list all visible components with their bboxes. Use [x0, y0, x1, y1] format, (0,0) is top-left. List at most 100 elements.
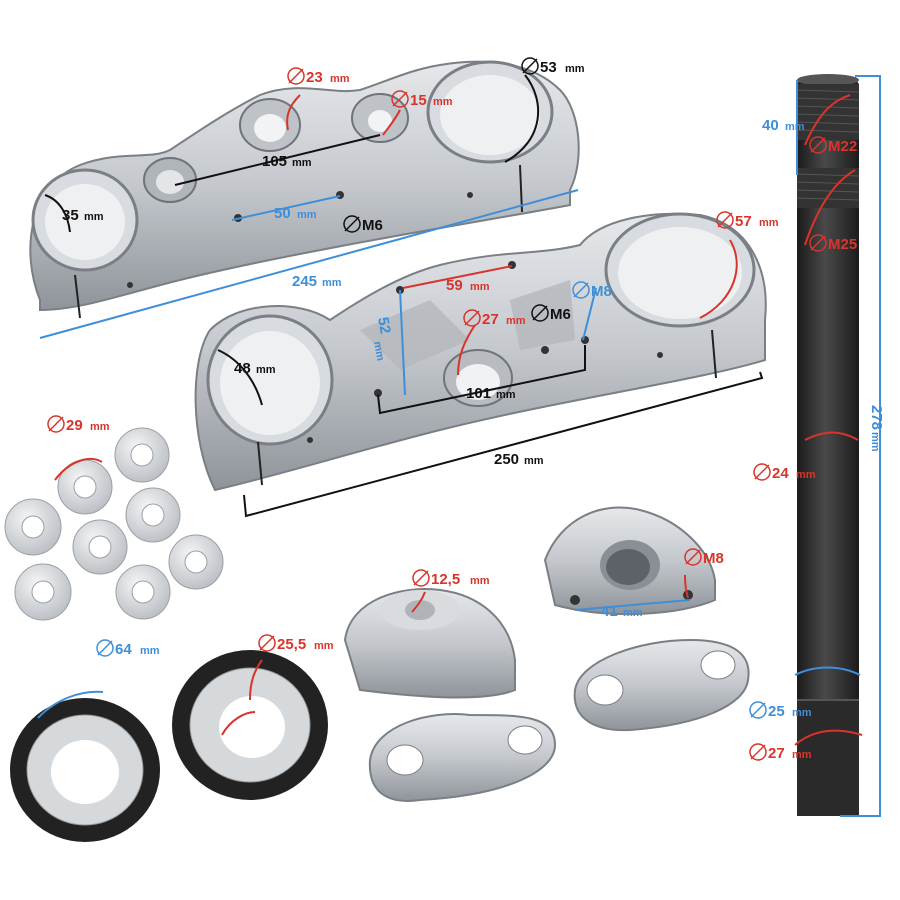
label-top-overall: 245 mm — [292, 273, 342, 290]
svg-text:40: 40 — [762, 117, 779, 134]
label-stem-length: 278 mm — [868, 405, 885, 452]
label-top-center-span: 105 mm — [262, 153, 312, 170]
svg-text:64: 64 — [115, 641, 132, 658]
washer — [14, 563, 72, 621]
svg-text:25,5: 25,5 — [277, 636, 306, 653]
svg-text:52: 52 — [374, 316, 394, 335]
svg-text:mm: mm — [256, 364, 276, 376]
svg-text:mm: mm — [792, 707, 812, 719]
label-bottom-fork-tube: 57 mm — [716, 211, 779, 230]
label-top-fork-tube: 53 mm — [521, 57, 585, 76]
label-stem-thread-m22: M22 — [809, 136, 857, 155]
washer — [115, 564, 171, 620]
svg-text:mm: mm — [322, 277, 342, 289]
dimension-lines — [37, 74, 881, 817]
svg-text:101: 101 — [466, 385, 491, 402]
label-top-clamp-bore: 23 mm — [287, 67, 350, 86]
svg-text:mm: mm — [371, 340, 386, 362]
dust-seal-25-5 — [172, 650, 328, 800]
svg-text:29: 29 — [66, 417, 83, 434]
svg-text:105: 105 — [262, 153, 287, 170]
svg-text:mm: mm — [90, 421, 110, 433]
svg-text:mm: mm — [785, 121, 805, 133]
washer — [125, 487, 181, 543]
svg-text:24: 24 — [772, 465, 789, 482]
label-bottom-stem-bore: 27 mm — [463, 309, 526, 328]
label-seal-outer: 64 mm — [96, 639, 160, 658]
svg-text:M25: M25 — [828, 236, 857, 253]
label-bottom-overall: 250 mm — [494, 451, 544, 468]
label-stem-d27: 27 mm — [749, 743, 812, 762]
label-stem-thread-m25: M25 — [809, 234, 857, 253]
svg-text:48: 48 — [234, 360, 251, 377]
svg-text:mm: mm — [792, 749, 812, 761]
svg-text:57: 57 — [735, 213, 752, 230]
svg-text:mm: mm — [292, 157, 312, 169]
svg-text:41: 41 — [601, 603, 618, 620]
riser-cap-right — [573, 638, 750, 732]
svg-text:mm: mm — [623, 607, 643, 619]
svg-text:mm: mm — [330, 73, 350, 85]
svg-text:mm: mm — [524, 455, 544, 467]
washer-set — [4, 427, 224, 621]
svg-text:12,5: 12,5 — [431, 571, 460, 588]
label-riser-bore: 12,5 mm — [412, 569, 490, 588]
svg-text:15: 15 — [410, 92, 427, 109]
label-top-hole-span: 50 mm — [274, 205, 317, 222]
svg-text:mm: mm — [297, 209, 317, 221]
svg-text:50: 50 — [274, 205, 291, 222]
label-top-left-tube: 35 mm — [62, 207, 104, 224]
svg-text:M22: M22 — [828, 138, 857, 155]
svg-text:mm: mm — [140, 645, 160, 657]
washer — [57, 459, 113, 515]
washer — [114, 427, 170, 483]
svg-text:250: 250 — [494, 451, 519, 468]
label-bottom-left-tube: 48 mm — [234, 360, 276, 377]
steering-stem — [796, 74, 860, 816]
washer — [72, 519, 128, 575]
svg-text:mm: mm — [869, 432, 881, 452]
svg-text:245: 245 — [292, 273, 317, 290]
washer — [4, 498, 62, 556]
svg-text:mm: mm — [433, 96, 453, 108]
svg-text:mm: mm — [759, 217, 779, 229]
handlebar-riser-top — [543, 506, 716, 616]
washer — [168, 534, 224, 590]
label-washer-diameter: 29 mm — [47, 415, 110, 434]
svg-text:59: 59 — [446, 277, 463, 294]
svg-text:mm: mm — [314, 640, 334, 652]
label-stem-thread-length: 40 mm — [762, 117, 805, 134]
svg-text:23: 23 — [306, 69, 323, 86]
svg-text:M6: M6 — [362, 217, 383, 234]
svg-text:mm: mm — [796, 469, 816, 481]
svg-text:25: 25 — [768, 703, 785, 720]
svg-text:35: 35 — [62, 207, 79, 224]
svg-text:27: 27 — [482, 311, 499, 328]
riser-cap-left — [368, 713, 557, 802]
label-bottom-hole-span-x: 59 mm — [446, 277, 490, 294]
label-bottom-bolt-m8: M8 — [572, 281, 612, 300]
label-stem-d24: 24 mm — [753, 463, 816, 482]
dust-seal-64 — [10, 698, 160, 842]
svg-text:mm: mm — [84, 211, 104, 223]
svg-text:mm: mm — [496, 389, 516, 401]
svg-text:M8: M8 — [703, 550, 724, 567]
label-stem-d25: 25 mm — [749, 701, 812, 720]
bottom-triple-clamp — [194, 212, 767, 492]
svg-text:mm: mm — [565, 63, 585, 75]
label-riser-span: 41 mm — [601, 603, 643, 620]
svg-text:53: 53 — [540, 59, 557, 76]
svg-text:mm: mm — [506, 315, 526, 327]
handlebar-riser-bottom — [343, 588, 516, 699]
label-top-bolt: M6 — [343, 215, 383, 234]
svg-text:mm: mm — [470, 281, 490, 293]
label-bottom-bolt-m6: M6 — [531, 304, 571, 323]
label-riser-bolt: M8 — [684, 548, 724, 567]
labels: 23 mm 15 mm 53 mm 105 mm 35 mm 50 mm M6 — [47, 57, 885, 762]
label-seal-inner: 25,5 mm — [258, 634, 334, 653]
label-bottom-hole-span-y: 52 mm — [371, 316, 394, 362]
svg-text:mm: mm — [470, 575, 490, 587]
label-top-small-bore: 15 mm — [391, 90, 453, 109]
svg-text:27: 27 — [768, 745, 785, 762]
